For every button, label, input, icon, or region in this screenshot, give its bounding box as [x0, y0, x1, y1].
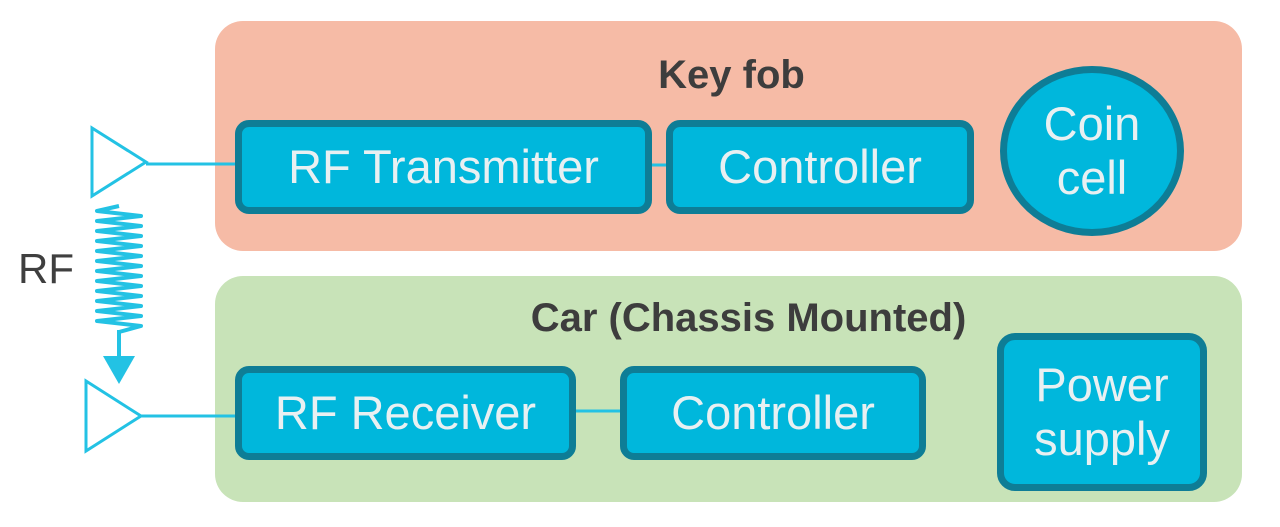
power-supply-block: Power supply: [997, 333, 1207, 491]
receiver-antenna-icon: [84, 378, 144, 454]
rf-arrow-head-icon: [103, 356, 135, 384]
car-controller-label: Controller: [671, 385, 875, 439]
keyfob-title: Key fob: [658, 53, 805, 97]
coin-cell-block: Coin cell: [1000, 66, 1184, 236]
keyfob-controller-block: Controller: [666, 120, 974, 214]
car-controller-block: Controller: [620, 366, 926, 460]
power-supply-label-line2: supply: [1034, 412, 1170, 465]
transmitter-antenna-icon: [90, 125, 149, 199]
keyfob-controller-label: Controller: [718, 139, 922, 193]
rf-receiver-block: RF Receiver: [235, 366, 576, 460]
coin-cell-label-line1: Coin: [1043, 96, 1141, 150]
power-supply-label-line1: Power: [1035, 357, 1169, 411]
car-title: Car (Chassis Mounted): [530, 296, 967, 340]
rf-label: RF: [18, 245, 74, 292]
rf-transmitter-label: RF Transmitter: [288, 139, 599, 193]
coin-cell-label-line2: cell: [1056, 151, 1128, 204]
rf-transmitter-block: RF Transmitter: [235, 120, 652, 214]
rf-wave-icon: [95, 204, 143, 334]
rf-receiver-label: RF Receiver: [274, 385, 537, 439]
